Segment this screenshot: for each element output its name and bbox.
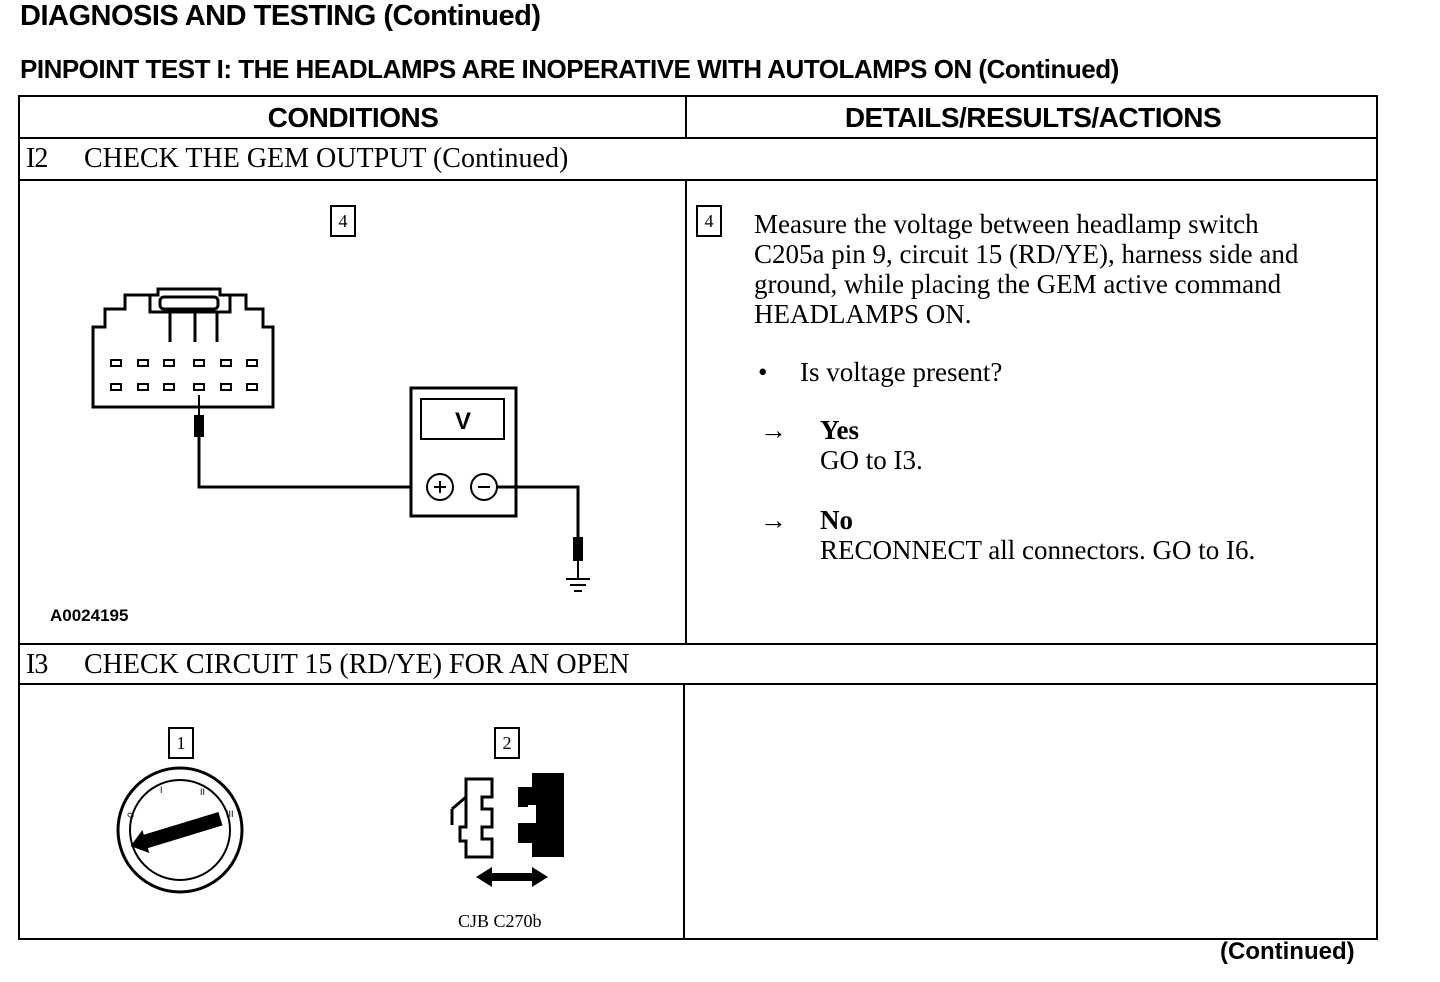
instruction-line: Measure the voltage between headlamp swi…: [754, 209, 1259, 239]
details-header: DETAILS/RESULTS/ACTIONS: [844, 102, 1222, 133]
divider: [683, 683, 685, 938]
bullet-icon: •: [758, 357, 768, 387]
callout-1: 1: [168, 727, 194, 759]
figure-id: A0024195: [50, 606, 129, 625]
divider: [20, 179, 1376, 181]
detail-callout-4: 4: [696, 205, 722, 237]
voltmeter-icon: V: [409, 386, 583, 561]
continued-label: (Continued): [1220, 938, 1355, 965]
divider: [685, 179, 687, 643]
instruction-line: C205a pin 9, circuit 15 (RD/YE), harness…: [754, 239, 1299, 269]
instruction-line: HEADLAMPS ON.: [754, 299, 972, 329]
page-title: DIAGNOSIS AND TESTING (Continued): [20, 0, 541, 32]
step-i2-number: I2: [26, 143, 48, 174]
ignition-switch-icon: 0 I II III: [116, 766, 244, 894]
arrow-icon: →: [760, 415, 787, 445]
pinpoint-test-title: PINPOINT TEST I: THE HEADLAMPS ARE INOPE…: [20, 54, 1119, 84]
ground-icon: [566, 561, 590, 592]
svg-text:0: 0: [125, 811, 136, 820]
no-label: No: [820, 505, 853, 535]
divider: [20, 643, 1376, 645]
junction-connector-icon: [450, 773, 564, 887]
question-text: Is voltage present?: [800, 357, 1003, 387]
svg-text:III: III: [226, 809, 234, 819]
step-i3-heading: I3 CHECK CIRCUIT 15 (RD/YE) FOR AN OPEN: [26, 645, 630, 685]
connector-label: CJB C270b: [458, 911, 542, 931]
yes-label: Yes: [820, 415, 859, 445]
yes-action: GO to I3.: [820, 445, 923, 475]
connector-icon: [91, 287, 422, 489]
step-i2-heading: I2 CHECK THE GEM OUTPUT (Continued): [26, 139, 568, 179]
arrow-icon: →: [760, 505, 787, 535]
divider: [20, 683, 1376, 685]
meter-unit-label: V: [455, 408, 471, 435]
conditions-header: CONDITIONS: [267, 102, 439, 133]
step-i3-title: CHECK CIRCUIT 15 (RD/YE) FOR AN OPEN: [84, 649, 630, 680]
step-i3-number: I3: [26, 649, 48, 680]
instruction-text: Measure the voltage between headlamp swi…: [754, 209, 1298, 329]
divider: [685, 97, 687, 137]
divider: [20, 137, 1376, 139]
no-action: RECONNECT all connectors. GO to I6.: [820, 535, 1256, 565]
callout-2: 2: [494, 727, 520, 759]
svg-text:I: I: [160, 785, 163, 795]
step-i2-title: CHECK THE GEM OUTPUT (Continued): [84, 143, 569, 174]
instruction-line: ground, while placing the GEM active com…: [754, 269, 1282, 299]
svg-text:II: II: [200, 787, 205, 797]
callout-4: 4: [330, 205, 356, 237]
